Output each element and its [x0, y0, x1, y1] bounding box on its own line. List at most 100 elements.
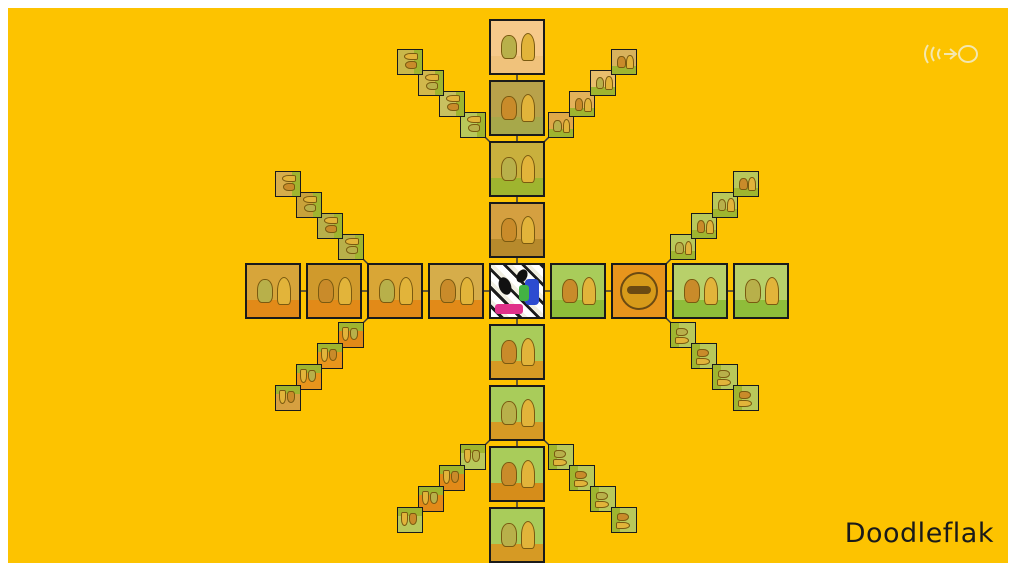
- doodle-figure: [442, 470, 450, 484]
- level-tile-south-east-4[interactable]: [611, 507, 637, 533]
- doodle-figure: [617, 522, 631, 530]
- tile-ground: [491, 239, 543, 256]
- doodle-figure: [281, 174, 295, 182]
- doodle-figure: [303, 204, 315, 213]
- level-tile-north-east-4[interactable]: [611, 49, 637, 75]
- doodleflak-logo: Doodleflak: [845, 518, 994, 549]
- doodle-figure: [575, 98, 584, 110]
- doodle-figure: [617, 56, 626, 68]
- doodle-figure: [399, 277, 413, 305]
- level-tile-east-4[interactable]: [733, 263, 789, 319]
- doodle-figure: [706, 220, 714, 234]
- doodle-figure: [320, 348, 328, 362]
- doodle-figure: [446, 94, 460, 102]
- start-tile[interactable]: [489, 263, 545, 319]
- doodle-figure: [718, 379, 732, 387]
- doodle-figure: [302, 195, 316, 203]
- level-tile-west-4[interactable]: [245, 263, 301, 319]
- doodle-figure: [501, 218, 517, 242]
- doodle-start-icon: [519, 285, 529, 301]
- doodle-figure: [277, 277, 291, 305]
- doodle-figure: [501, 523, 517, 547]
- level-tile-south-4[interactable]: [489, 507, 545, 563]
- doodle-figure: [582, 277, 596, 305]
- doodle-figure: [596, 77, 605, 89]
- doodle-figure: [467, 116, 481, 124]
- doodle-figure: [404, 60, 416, 69]
- level-tile-west-3[interactable]: [306, 263, 362, 319]
- level-tile-south-3[interactable]: [489, 446, 545, 502]
- doodle-figure: [584, 98, 592, 112]
- game-stage: Doodleflak: [8, 8, 1008, 563]
- doodle-figure: [501, 96, 517, 120]
- doodle-figure: [460, 277, 474, 305]
- doodle-figure: [562, 279, 578, 303]
- doodle-figure: [286, 392, 295, 404]
- doodle-figure: [704, 277, 718, 305]
- tile-ground: [491, 483, 543, 500]
- doodle-figure: [421, 492, 429, 506]
- tile-ground: [369, 300, 421, 317]
- doodle-figure: [318, 279, 334, 303]
- doodle-figure: [468, 124, 480, 133]
- doodle-figure: [350, 328, 359, 340]
- doodle-figure: [727, 198, 735, 212]
- doodle-figure: [575, 471, 587, 480]
- sound-waves-icon[interactable]: [920, 42, 980, 66]
- doodle-figure: [563, 119, 571, 133]
- doodle-figure: [697, 349, 709, 358]
- doodle-figure: [324, 216, 338, 224]
- doodle-figure: [342, 327, 350, 341]
- level-tile-south-west-4[interactable]: [397, 507, 423, 533]
- doodle-figure: [282, 182, 294, 191]
- doodle-figure: [675, 337, 689, 345]
- tile-ground: [430, 300, 482, 317]
- doodle-figure: [719, 370, 731, 379]
- doodle-start-icon: [496, 275, 513, 296]
- doodle-figure: [597, 492, 609, 501]
- level-tile-south-1[interactable]: [489, 324, 545, 380]
- level-tile-east-north-east-4[interactable]: [733, 171, 759, 197]
- doodle-figure: [521, 399, 535, 427]
- doodle-figure: [501, 157, 517, 181]
- level-tile-east-3[interactable]: [672, 263, 728, 319]
- doodle-figure: [675, 242, 684, 254]
- level-tile-north-4[interactable]: [489, 19, 545, 75]
- level-tile-east-south-east-4[interactable]: [733, 385, 759, 411]
- doodle-figure: [430, 493, 439, 505]
- doodle-figure: [521, 338, 535, 366]
- doodle-figure: [329, 349, 338, 361]
- tile-ground: [308, 300, 360, 317]
- doodle-figure: [676, 327, 688, 336]
- level-tile-north-west-4[interactable]: [397, 49, 423, 75]
- tile-ground: [247, 300, 299, 317]
- level-tile-east-1[interactable]: [550, 263, 606, 319]
- level-tile-west-south-west-4[interactable]: [275, 385, 301, 411]
- level-tile-north-1[interactable]: [489, 202, 545, 258]
- level-tile-north-3[interactable]: [489, 80, 545, 136]
- level-tile-east-2[interactable]: [611, 263, 667, 319]
- doodle-figure: [338, 277, 352, 305]
- level-tile-north-2[interactable]: [489, 141, 545, 197]
- doodle-figure: [501, 340, 517, 364]
- doodle-figure: [425, 82, 437, 91]
- doodle-figure: [553, 120, 562, 132]
- doodle-figure: [346, 246, 358, 255]
- doodle-figure: [501, 462, 517, 486]
- doodle-figure: [278, 391, 286, 405]
- level-tile-west-north-west-4[interactable]: [275, 171, 301, 197]
- level-tile-south-2[interactable]: [489, 385, 545, 441]
- doodle-figure: [574, 480, 588, 488]
- doodle-figure: [696, 358, 710, 366]
- doodle-figure: [400, 513, 408, 527]
- doodle-figure: [501, 35, 517, 59]
- tile-ground: [491, 178, 543, 195]
- tile-ground: [491, 544, 543, 561]
- level-tile-west-2[interactable]: [367, 263, 423, 319]
- doodle-start-icon: [495, 304, 523, 314]
- tile-ground: [491, 422, 543, 439]
- level-tile-west-1[interactable]: [428, 263, 484, 319]
- doodle-figure: [440, 279, 456, 303]
- doodle-figure: [626, 55, 634, 69]
- doodle-figure: [521, 216, 535, 244]
